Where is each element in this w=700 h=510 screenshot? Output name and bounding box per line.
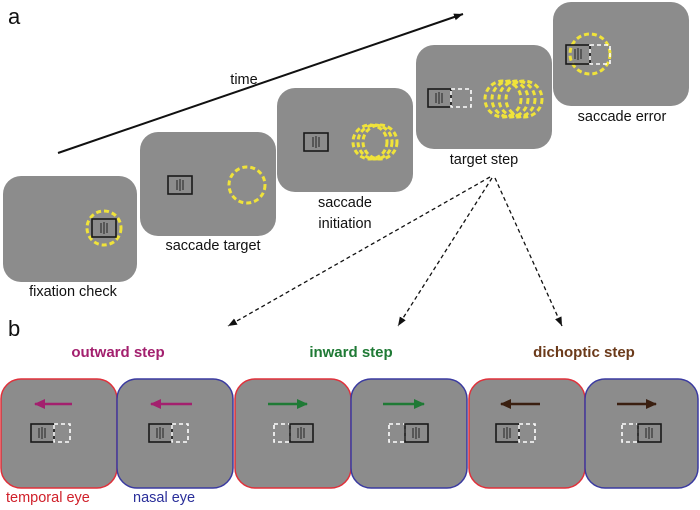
time-label: time [230, 72, 258, 88]
frame-fixation-check [3, 176, 137, 282]
fixation-box-icon [289, 423, 314, 443]
panel-a-letter: a [8, 4, 21, 29]
outward-nasal-screen [116, 378, 234, 489]
nasal-eye-label: nasal eye [133, 490, 196, 506]
frame-saccade-initiation [277, 88, 413, 192]
frame-label-target-step: target step [449, 152, 519, 168]
temporal-eye-label: temporal eye [6, 490, 90, 506]
frame-label-saccade-error: saccade error [577, 109, 667, 125]
target-circle-icon [227, 165, 267, 205]
target-circle-icon [85, 209, 123, 247]
inward-nasal-screen [350, 378, 468, 489]
target-circle-icon [361, 123, 399, 161]
condition-title-outward: outward step [71, 344, 165, 361]
target-circle-icon [504, 79, 544, 119]
fixation-box-icon [565, 44, 591, 65]
branch-arrows [227, 176, 563, 327]
frame-target-step [416, 45, 552, 149]
fixation-box-icon [91, 218, 117, 238]
fixation-box-icon [404, 423, 429, 443]
inward-temporal-screen [234, 378, 352, 489]
frame-label-fixation-check: fixation check [29, 284, 117, 300]
frame-saccade-error [553, 2, 689, 106]
frame-label-saccade-initiation-1: saccade [317, 195, 372, 211]
time-arrow [57, 13, 464, 154]
dichoptic-temporal-screen [468, 378, 586, 489]
fixation-box-icon [637, 423, 662, 443]
frame-label-saccade-initiation-2: initiation [318, 216, 372, 232]
dichoptic-nasal-screen [584, 378, 699, 489]
condition-title-dichoptic: dichoptic step [533, 344, 635, 361]
frame-label-saccade-target: saccade target [165, 238, 261, 254]
fixation-box-icon [303, 132, 329, 152]
fixation-box-icon [167, 175, 193, 195]
panel-b-letter: b [8, 316, 21, 341]
frame-saccade-target [140, 132, 276, 236]
outward-temporal-screen [0, 378, 118, 489]
condition-title-inward: inward step [309, 344, 393, 361]
